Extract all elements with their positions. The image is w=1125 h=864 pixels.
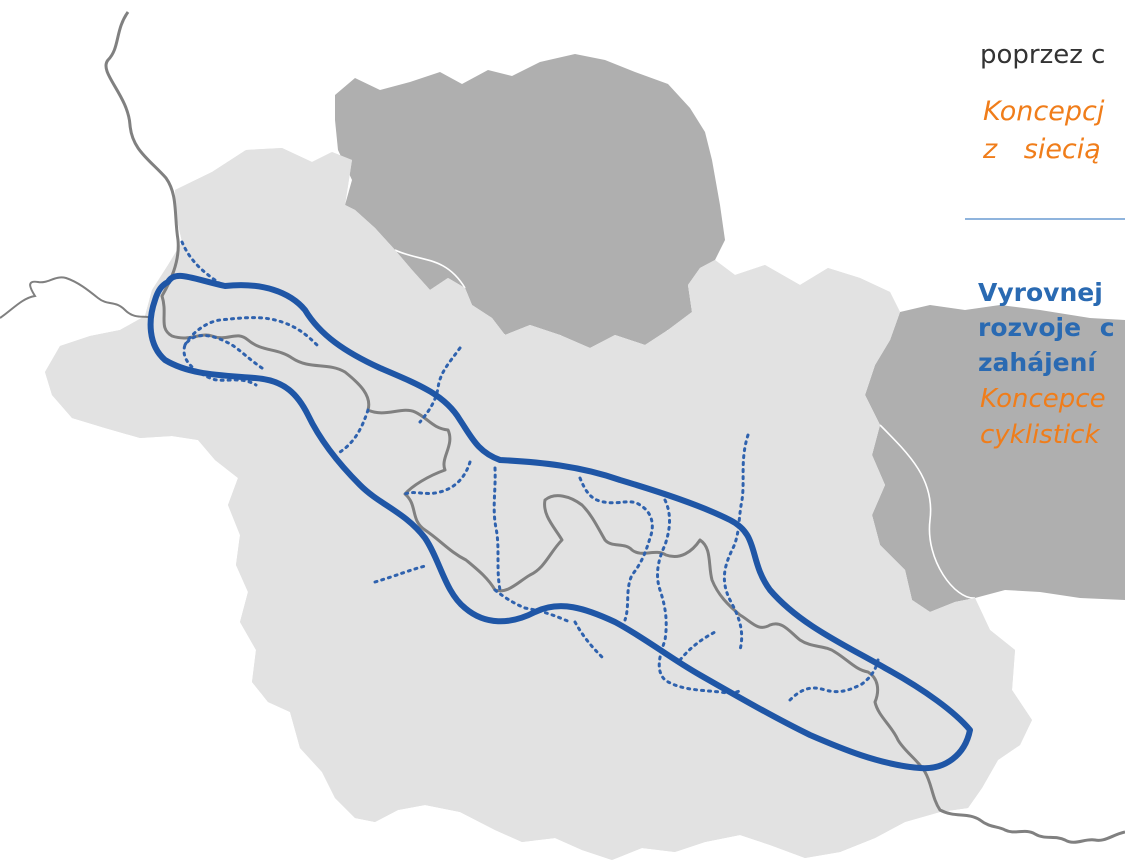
- country-border-west: [0, 276, 153, 319]
- corridor-outline: [147, 272, 973, 772]
- czech-concept-line-2: cyklistick: [980, 420, 1100, 450]
- czech-heading-line-2: rozvoje c: [978, 313, 1115, 342]
- dotted-route-lines: [180, 240, 880, 702]
- czech-heading-line-3: zahájení: [978, 348, 1096, 377]
- polish-body-text: poprzez c: [980, 40, 1106, 70]
- neighbor-region-north: [335, 54, 725, 348]
- polish-concept-line-2: z siecią: [983, 134, 1101, 165]
- czech-heading-line-1: Vyrovnej: [978, 278, 1103, 307]
- polish-concept-line-1: Koncepcj: [983, 96, 1105, 127]
- czech-concept-line-1: Koncepce: [980, 384, 1106, 414]
